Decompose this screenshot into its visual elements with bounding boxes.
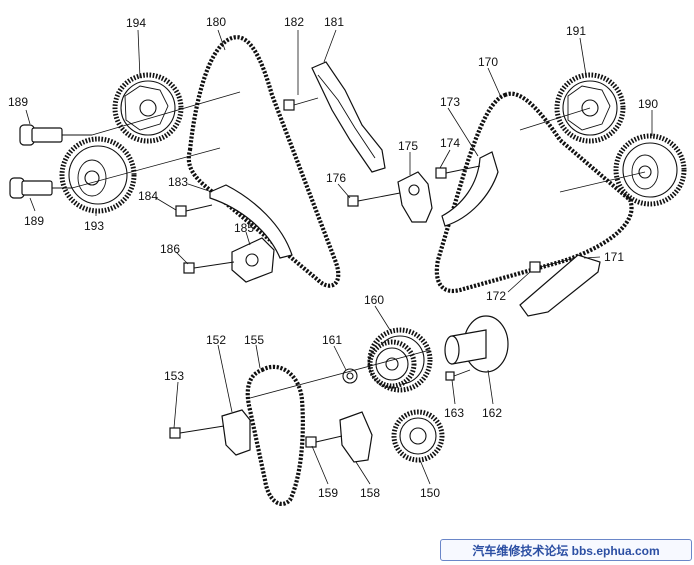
bolt-186: [183, 261, 235, 274]
axis-line: [71, 147, 221, 189]
chain-155: [245, 364, 305, 506]
chain-180: [186, 35, 341, 288]
actuator-bolt-189-lower: [9, 177, 72, 199]
callout-153: 153: [164, 369, 184, 383]
callout-172: 172: [486, 289, 506, 303]
callout-171: 171: [604, 250, 624, 264]
callout-180: 180: [206, 15, 226, 29]
callout-161: 161: [322, 333, 342, 347]
callout-194: 194: [126, 16, 146, 30]
sprocket-150: [391, 409, 445, 463]
bolt-184: [175, 204, 213, 217]
callout-181: 181: [324, 15, 344, 29]
tensioner-175: [397, 171, 433, 223]
callout-174: 174: [440, 136, 460, 150]
guide-158: [339, 411, 373, 463]
actuator-bolt-189-upper: [19, 124, 92, 146]
callout-155: 155: [244, 333, 264, 347]
sprocket-193: [59, 136, 137, 214]
callout-162: 162: [482, 406, 502, 420]
bolt-159: [305, 435, 343, 448]
callout-190: 190: [638, 97, 658, 111]
callout-170: 170: [478, 55, 498, 69]
callout-184: 184: [138, 189, 158, 203]
bolt-153: [169, 425, 225, 439]
sprocket-190: [613, 133, 687, 207]
guide-173: [441, 151, 499, 227]
axis-line: [249, 349, 431, 399]
callout-159: 159: [318, 486, 338, 500]
guide-171: [519, 254, 601, 317]
callout-183: 183: [168, 175, 188, 189]
callout-173: 173: [440, 95, 460, 109]
shaft-162: [444, 315, 509, 373]
callout-150: 150: [420, 486, 440, 500]
forum-watermark: 汽车维修技术论坛 bbs.ephua.com: [440, 539, 692, 561]
callout-186: 186: [160, 242, 180, 256]
callout-185: 185: [234, 221, 254, 235]
guide-181: [311, 61, 386, 173]
callout-160: 160: [364, 293, 384, 307]
callout-182: 182: [284, 15, 304, 29]
bolt-172: [529, 257, 576, 273]
sprocket-160: [367, 327, 433, 393]
callout-labels: 194 180 182 181 189 189 193 183 184 185 …: [8, 15, 658, 500]
callout-191: 191: [566, 24, 586, 38]
callout-158: 158: [360, 486, 380, 500]
callout-163: 163: [444, 406, 464, 420]
callout-193: 193: [84, 219, 104, 233]
callout-189-upper: 189: [8, 95, 28, 109]
callout-189-lower: 189: [24, 214, 44, 228]
bolt-182: [283, 97, 319, 111]
callout-175: 175: [398, 139, 418, 153]
tensioner-guide-183: [209, 184, 293, 259]
bolt-176: [347, 192, 401, 207]
axis-line: [559, 171, 646, 193]
bolt-163: [445, 369, 471, 381]
tensioner-152: [221, 409, 251, 456]
sprocket-194: [112, 72, 184, 144]
axis-line: [519, 107, 591, 131]
callout-152: 152: [206, 333, 226, 347]
callout-176: 176: [326, 171, 346, 185]
tensioner-185: [231, 237, 275, 283]
axis-line: [91, 91, 241, 136]
bolt-174: [435, 165, 481, 179]
leader-lines: [25, 29, 653, 485]
